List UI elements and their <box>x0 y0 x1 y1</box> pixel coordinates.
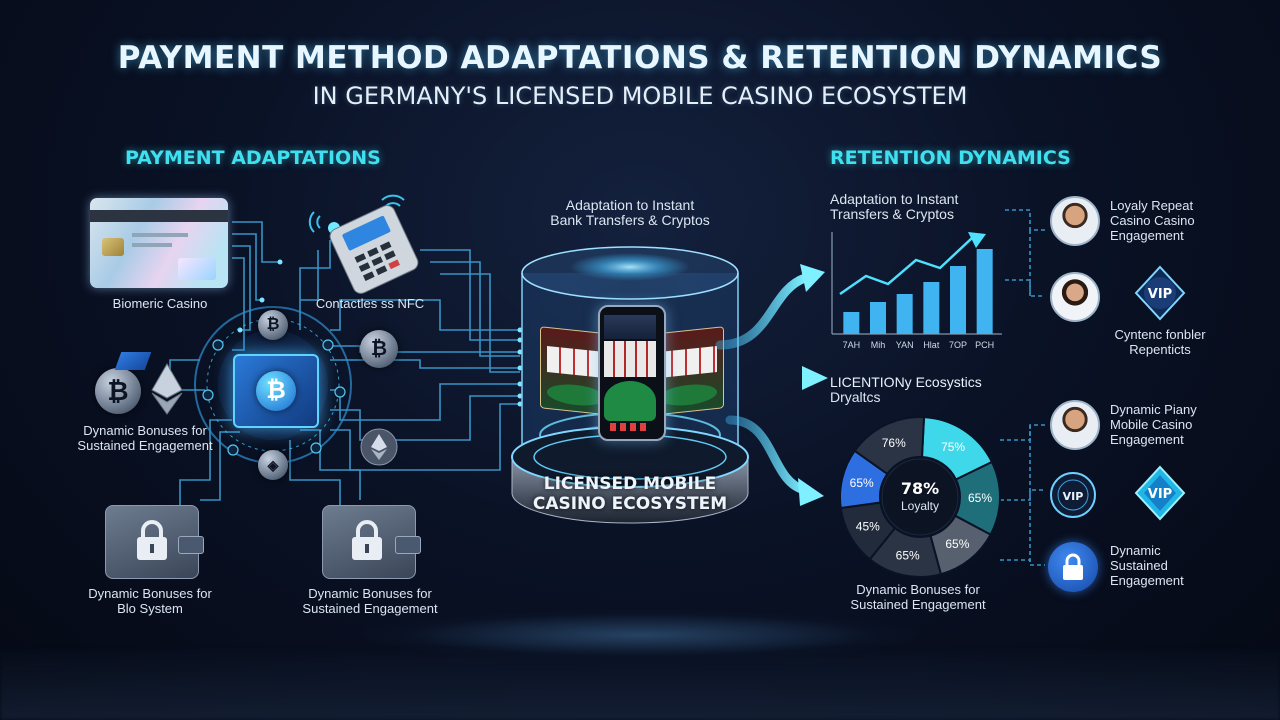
smartphone <box>598 305 666 441</box>
loyalty-donut-chart: 75% 65% 65% 65% 45% 65% 76% 78% Loyalty <box>839 416 1001 578</box>
page-subtitle: IN GERMANY'S LICENSED MOBILE CASINO ECOS… <box>312 82 968 110</box>
slice-label: 65% <box>968 491 992 505</box>
vip-coin-icon: VIP <box>1050 472 1096 518</box>
x-tick-label: 7OP <box>949 340 967 350</box>
lock-icon <box>1063 553 1083 580</box>
payment-adaptations-heading: PAYMENT ADAPTATIONS <box>125 147 381 169</box>
bitcoin-icon: ₿ <box>256 371 296 411</box>
retention-dynamics-heading: RETENTION DYNAMICS <box>830 147 1071 169</box>
donut-slice <box>853 416 926 476</box>
bitcoin-coin-icon: ₿ <box>95 368 141 414</box>
avatar <box>1050 196 1100 246</box>
slice-label: 65% <box>945 537 969 551</box>
vip-badge-icon: VIP <box>1134 465 1186 521</box>
coin-icon: ◈ <box>258 450 288 480</box>
bottom-reflection <box>0 650 1280 720</box>
bar-chart: 7AH Mih YAN Hlat 7OP PCH <box>831 232 1002 350</box>
bitcoin-chip: ₿ <box>233 354 319 428</box>
ethereum-coin-icon <box>360 428 398 466</box>
lock-icon <box>352 520 382 560</box>
slice-label: 76% <box>882 436 906 450</box>
svg-text:VIP: VIP <box>1148 287 1172 302</box>
avatar <box>1050 400 1100 450</box>
slice-label: 75% <box>941 440 965 454</box>
terminal-label: Contactles ss NFC <box>315 296 425 311</box>
wallet-lock-1 <box>105 505 204 579</box>
wallet-lock-2 <box>322 505 421 579</box>
x-tick-label: Mih <box>871 340 886 350</box>
flow-arrows <box>715 264 828 506</box>
lock-icon <box>137 520 167 560</box>
svg-text:VIP: VIP <box>1063 490 1084 503</box>
x-tick-label: YAN <box>896 340 914 350</box>
credit-card <box>90 198 228 288</box>
bar <box>976 249 993 334</box>
page-title: PAYMENT METHOD ADAPTATIONS & RETENTION D… <box>117 40 1163 76</box>
donut-center-label: Loyalty <box>901 499 939 513</box>
svg-text:VIP: VIP <box>1148 487 1172 502</box>
ethereum-icon <box>151 362 183 415</box>
bar <box>843 312 860 334</box>
avatar <box>1050 272 1100 322</box>
bitcoin-coin-icon: ₿ <box>258 310 288 340</box>
x-tick-label: PCH <box>975 340 994 350</box>
trend-arrow <box>968 232 986 248</box>
nfc-terminal-icon <box>308 194 419 294</box>
card-label: Biomeric Casino <box>112 296 208 311</box>
vip-badge-icon: VIP <box>1134 265 1186 321</box>
bar <box>896 294 913 334</box>
bitcoin-coin-icon: ₿ <box>360 330 398 368</box>
bar <box>870 302 886 334</box>
trend-line <box>839 237 973 296</box>
bar <box>923 282 940 334</box>
bar <box>950 266 966 334</box>
lock-badge <box>1048 542 1098 592</box>
chip-icon <box>102 238 124 256</box>
x-tick-label: 7AH <box>843 340 861 350</box>
x-tick-label: Hlat <box>923 340 940 350</box>
slice-label: 65% <box>896 549 920 563</box>
slice-label: 65% <box>850 476 874 490</box>
slice-label: 45% <box>856 520 880 534</box>
donut-center-value: 78% <box>901 479 939 498</box>
